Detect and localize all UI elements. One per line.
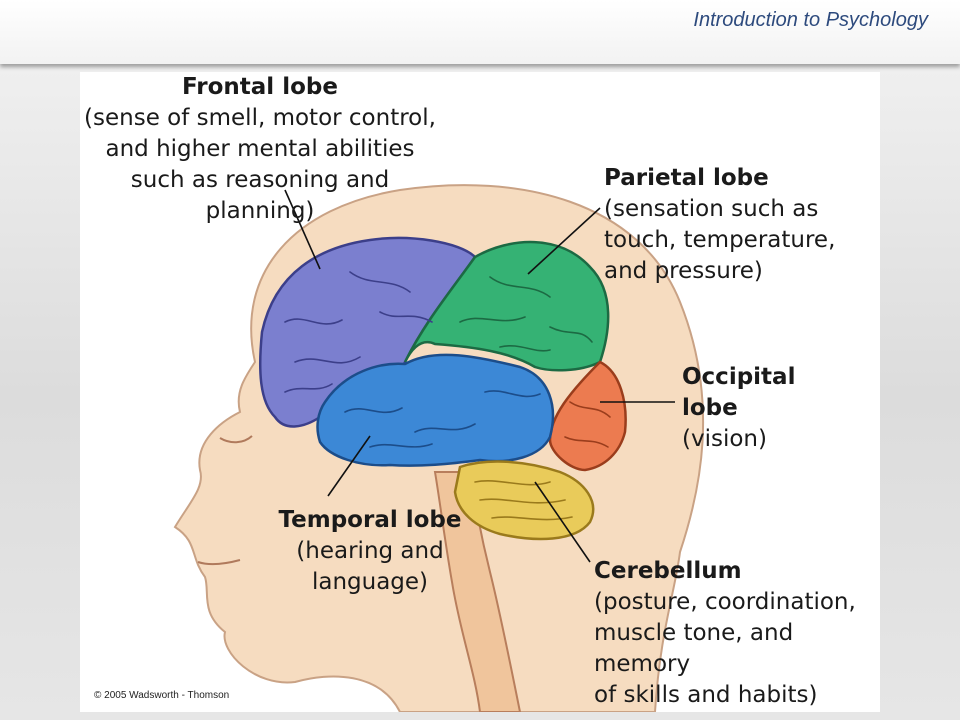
parietal-lobe-desc-1: (sensation such as <box>604 196 819 222</box>
temporal-lobe-desc-2: language) <box>311 569 429 595</box>
slide-title: Introduction to Psychology <box>693 9 928 31</box>
parietal-lobe-desc-3: and pressure) <box>604 258 763 284</box>
frontal-lobe-desc-3: such as reasoning and planning) <box>130 167 390 224</box>
cerebellum-desc-1: (posture, coordination, <box>594 589 856 615</box>
leader-lines <box>284 189 675 563</box>
occipital-lobe-name-1: Occipital <box>682 364 796 390</box>
cerebellum-name: Cerebellum <box>594 558 742 584</box>
parietal-lobe-label: Parietal lobe (sensation such as touch, … <box>604 163 864 287</box>
cerebellum-label: Cerebellum (posture, coordination, muscl… <box>594 556 884 711</box>
frontal-lobe-name: Frontal lobe <box>182 74 338 100</box>
temporal-lobe-label: Temporal lobe (hearing and language) <box>250 505 490 598</box>
occipital-lobe-label: Occipital lobe (vision) <box>682 362 872 455</box>
mouth-mark <box>197 559 241 566</box>
brain-fold-lines <box>284 271 611 521</box>
brain-illustration <box>173 184 705 712</box>
frontal-lobe-label: Frontal lobe (sense of smell, motor cont… <box>80 72 440 227</box>
parietal-lobe-name: Parietal lobe <box>604 165 769 191</box>
frontal-lobe-desc-1: (sense of smell, motor control, <box>84 105 436 131</box>
brainstem-shape <box>433 471 522 712</box>
cerebellum-desc-2: muscle tone, and memory <box>594 620 794 677</box>
brain-diagram: Frontal lobe (sense of smell, motor cont… <box>80 72 880 712</box>
temporal-lobe-region <box>316 353 555 467</box>
occipital-lobe-desc-1: (vision) <box>682 426 767 452</box>
occipital-lobe-name-2: lobe <box>682 395 738 421</box>
copyright-notice: © 2005 Wadsworth - Thomson <box>94 690 230 701</box>
frontal-lobe-region <box>258 236 477 428</box>
slide-header: Introduction to Psychology <box>0 0 960 64</box>
cerebellum-desc-3: of skills and habits) <box>594 682 818 708</box>
frontal-lobe-desc-2: and higher mental abilities <box>105 136 415 162</box>
closed-eye-mark <box>219 435 253 444</box>
parietal-lobe-desc-2: touch, temperature, <box>604 227 836 253</box>
parietal-lobe-region <box>403 240 610 372</box>
occipital-lobe-region <box>548 360 627 472</box>
temporal-lobe-name: Temporal lobe <box>278 507 462 533</box>
temporal-lobe-desc-1: (hearing and <box>296 538 444 564</box>
